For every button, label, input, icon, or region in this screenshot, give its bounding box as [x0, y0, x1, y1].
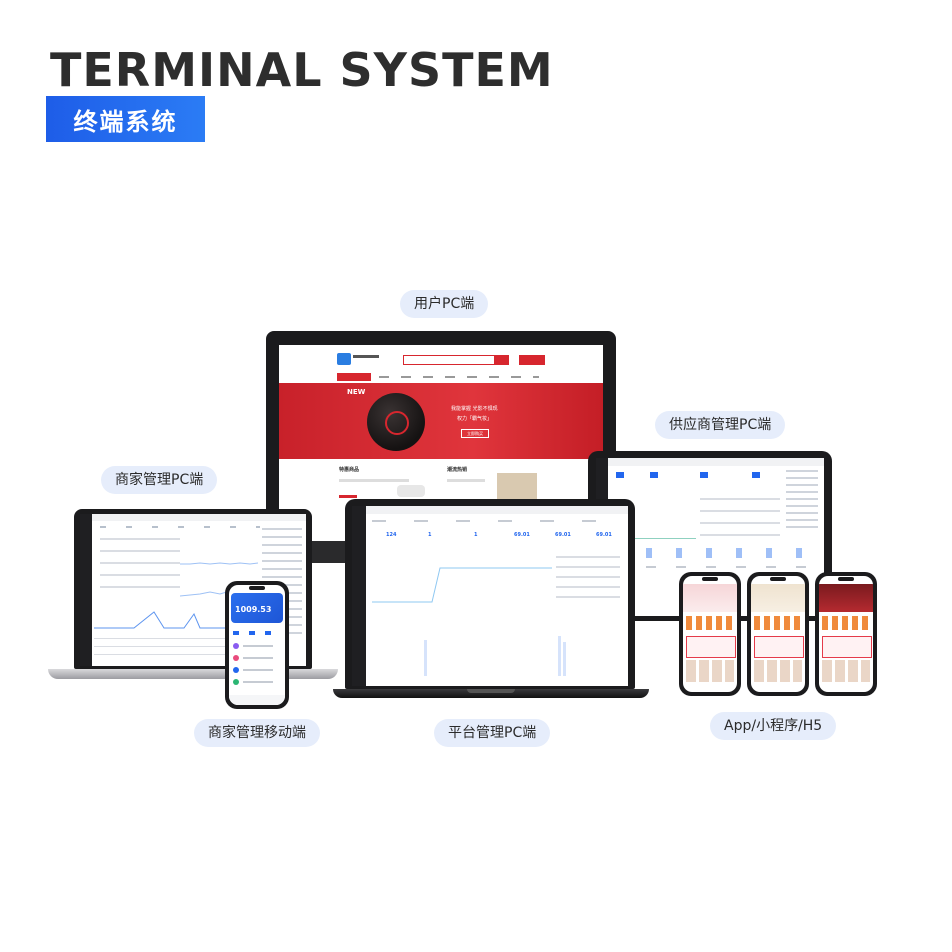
app-banner[interactable] — [819, 584, 873, 612]
product-thumb[interactable] — [397, 485, 425, 497]
label-app: App/小程序/H5 — [710, 712, 837, 740]
product-thumb[interactable] — [497, 473, 537, 503]
stat-icon — [700, 472, 708, 478]
stat-icon — [616, 472, 624, 478]
monitor-stand — [310, 541, 350, 563]
search-input[interactable] — [403, 355, 495, 365]
section-right-title: 潮流热销 — [447, 467, 468, 473]
app-banner[interactable] — [683, 584, 737, 612]
stat-icon — [650, 472, 658, 478]
sidebar — [80, 514, 92, 666]
app-banner[interactable] — [751, 584, 805, 612]
category-icons[interactable] — [754, 616, 802, 630]
hero-banner[interactable]: NEW 我能掌握 光影不惧现 权力「霸气妆」 立即购买 — [279, 383, 603, 459]
sidebar — [352, 506, 366, 686]
subtitle-badge: 终端系统 — [46, 96, 205, 142]
app-screen — [819, 576, 873, 692]
balance-card[interactable]: 1009.53 — [231, 593, 283, 623]
category-icons[interactable] — [822, 616, 870, 630]
product-grid[interactable] — [822, 660, 870, 682]
menu-icon[interactable] — [233, 643, 239, 649]
product-grid[interactable] — [686, 660, 734, 682]
merchant-mobile-screen: 1009.53 — [229, 585, 285, 705]
category-icons[interactable] — [686, 616, 734, 630]
merchant-chart-1 — [180, 542, 258, 570]
category-nav[interactable] — [337, 373, 371, 381]
stat-icon — [752, 472, 760, 478]
platform-pc-screen: 124 1 1 69.01 69.01 69.01 — [352, 506, 628, 686]
promo-block[interactable] — [754, 636, 804, 658]
section-left-title: 特惠商品 — [339, 467, 360, 473]
new-badge: NEW — [347, 388, 366, 396]
laptop-base — [48, 669, 338, 679]
banner-buy-button[interactable]: 立即购买 — [461, 429, 489, 438]
page-title: TERMINAL SYSTEM — [50, 43, 554, 97]
shortcut-icons — [616, 548, 816, 558]
platform-line-chart — [372, 556, 552, 608]
laptop-base — [333, 689, 649, 698]
menu-icon[interactable] — [233, 655, 239, 661]
platform-bar-chart — [372, 634, 620, 678]
cart-button[interactable] — [519, 355, 545, 365]
menu-icon[interactable] — [233, 679, 239, 685]
user-pc-screen: NEW 我能掌握 光影不惧现 权力「霸气妆」 立即购买 特惠商品 潮流热销 — [279, 345, 603, 541]
merchant-chart-3 — [94, 604, 254, 630]
label-supplier-pc: 供应商管理PC端 — [655, 411, 786, 439]
label-merchant-pc: 商家管理PC端 — [101, 466, 218, 494]
supplier-chart — [616, 498, 696, 539]
balance-amount: 1009.53 — [235, 605, 272, 614]
label-merchant-mobile: 商家管理移动端 — [194, 719, 320, 747]
menu-icon[interactable] — [233, 667, 239, 673]
label-user-pc: 用户PC端 — [400, 290, 489, 318]
promo-block[interactable] — [822, 636, 872, 658]
product-compact-image — [367, 393, 425, 451]
promo-block[interactable] — [686, 636, 736, 658]
logo-icon — [337, 353, 351, 365]
product-grid[interactable] — [754, 660, 802, 682]
app-screen — [751, 576, 805, 692]
search-button[interactable] — [495, 355, 509, 365]
app-screen — [683, 576, 737, 692]
label-platform-pc: 平台管理PC端 — [434, 719, 551, 747]
brand-logo-icon — [385, 411, 409, 435]
tab-bar[interactable] — [229, 695, 285, 705]
